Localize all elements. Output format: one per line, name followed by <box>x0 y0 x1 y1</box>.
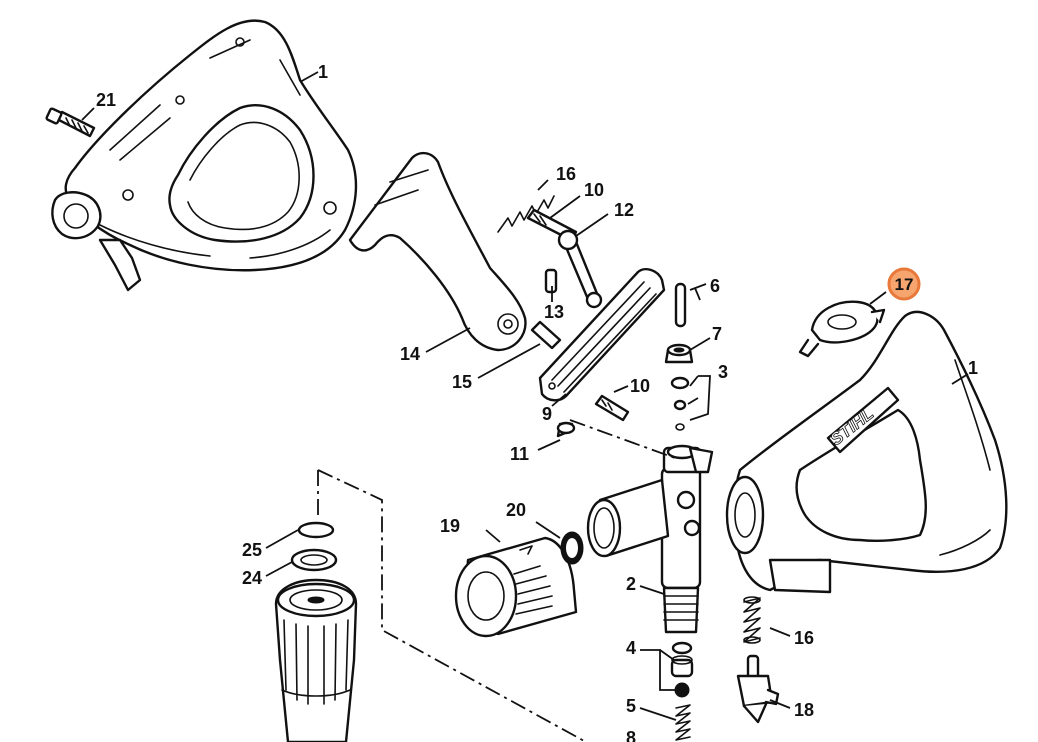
sealing-ring-part-20 <box>560 531 584 565</box>
label-13: 13 <box>544 302 564 322</box>
spring-part-upper <box>497 195 555 233</box>
label-8: 8 <box>626 728 636 742</box>
spring-part-8 <box>675 704 691 741</box>
label-16-upper: 16 <box>556 164 576 184</box>
label-5: 5 <box>626 696 636 716</box>
label-25: 25 <box>242 540 262 560</box>
part-number-labels: 21 1 16 10 12 13 14 15 9 11 10 6 7 3 1 2… <box>96 62 978 742</box>
pin-part-lower <box>594 394 630 422</box>
small-screw-part <box>556 421 576 438</box>
lever-bar-part <box>538 268 666 402</box>
lock-button-part <box>798 300 886 358</box>
label-21: 21 <box>96 90 116 110</box>
nut-part <box>664 343 694 364</box>
label-10-lower: 10 <box>630 376 650 396</box>
label-11: 11 <box>510 444 529 464</box>
leader-lines <box>81 71 969 721</box>
seal-set-part-3 <box>670 376 690 431</box>
label-15: 15 <box>452 372 472 392</box>
ring-part-25 <box>297 521 335 539</box>
label-1-left: 1 <box>318 62 328 82</box>
label-24: 24 <box>242 568 262 588</box>
screw-part <box>45 107 96 138</box>
label-20: 20 <box>506 500 526 520</box>
label-3: 3 <box>718 362 728 382</box>
valve-body-part <box>586 444 714 634</box>
label-1-right: 1 <box>968 358 978 378</box>
pin-part-15 <box>530 320 562 350</box>
handle-half-right-part: STIHL <box>725 310 1008 594</box>
label-16-lower: 16 <box>794 628 814 648</box>
rod-part <box>674 282 687 328</box>
label-18: 18 <box>794 700 814 720</box>
label-10-upper: 10 <box>584 180 604 200</box>
label-4: 4 <box>626 638 636 658</box>
label-9: 9 <box>542 404 552 424</box>
handle-half-left-part <box>51 19 358 292</box>
seal-set-part-4 <box>670 641 694 698</box>
label-2: 2 <box>626 574 636 594</box>
highlight-badge-17[interactable]: 17 <box>887 267 921 301</box>
nozzle-body-part <box>274 578 358 742</box>
link-lever-part <box>557 229 603 309</box>
label-19: 19 <box>440 516 460 536</box>
spring-part-lower <box>743 596 761 644</box>
nozzle-sleeve-part <box>454 536 578 638</box>
label-12: 12 <box>614 200 634 220</box>
label-7: 7 <box>712 324 722 344</box>
valve-piece-part <box>736 654 780 724</box>
assembly-axis-lines <box>317 287 701 742</box>
pin-part-13 <box>544 268 558 294</box>
ring-part-24 <box>290 548 338 572</box>
trigger-lever-part <box>348 151 527 352</box>
label-17: 17 <box>895 275 914 294</box>
label-6: 6 <box>710 276 720 296</box>
label-14: 14 <box>400 344 420 364</box>
